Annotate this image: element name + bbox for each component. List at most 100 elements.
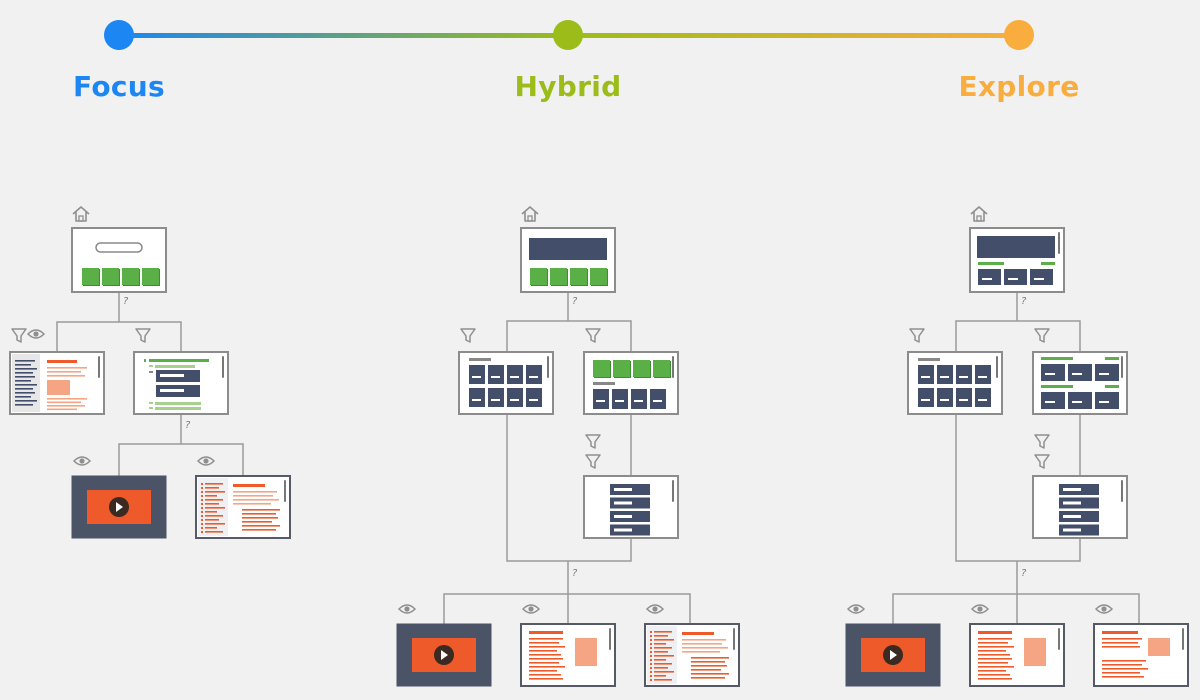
scrollbar: [672, 480, 674, 502]
filter-icon: [909, 328, 925, 343]
filter-icon: [1034, 454, 1050, 469]
numeral: [149, 371, 153, 373]
screen-frame: [1093, 623, 1189, 687]
green-bar: [1041, 262, 1055, 265]
card-text: [472, 376, 481, 378]
toc-line: [654, 655, 674, 657]
text-line: [47, 398, 87, 400]
toc-line: [205, 511, 217, 513]
image-block: [47, 380, 70, 395]
title-bar: [978, 631, 1012, 634]
eye-icon-pupil: [33, 331, 39, 337]
card: [631, 389, 647, 409]
text-line: [242, 529, 276, 531]
text-line: [233, 491, 277, 493]
home-screen: [520, 227, 616, 293]
toc-line: [654, 631, 672, 633]
text-line: [15, 388, 33, 390]
card-text: [1063, 515, 1081, 518]
eye-icon: [645, 604, 665, 614]
home-screen: [969, 227, 1065, 293]
green-bar: [1041, 357, 1073, 360]
text-line: [529, 678, 563, 680]
card-text: [1063, 528, 1081, 532]
card: [1095, 364, 1119, 381]
card-text: [491, 399, 500, 401]
article-screen: [969, 623, 1065, 687]
eye-icon-pupil: [652, 606, 658, 612]
filter-icon-shape: [1034, 454, 1050, 469]
text-line: [978, 650, 1006, 652]
card: [975, 388, 991, 407]
home-icon-shape: [970, 206, 988, 222]
card: [526, 388, 542, 407]
toc-bullet: [650, 631, 652, 633]
text-line: [682, 651, 720, 653]
toc-bullet: [650, 679, 652, 681]
toc-bullet: [201, 495, 203, 497]
toc-bullet: [201, 483, 203, 485]
card: [488, 365, 504, 384]
play-icon: [116, 502, 123, 512]
numeral: [144, 359, 146, 362]
scrollbar: [996, 356, 998, 378]
article-alt-screen: [1093, 623, 1189, 687]
card: [978, 269, 1001, 285]
toc-bullet: [650, 667, 652, 669]
text-line: [15, 400, 37, 402]
tile: [613, 360, 630, 377]
text-line: [529, 662, 559, 664]
toc-bullet: [201, 507, 203, 509]
connector-line: [506, 320, 632, 352]
card-text: [596, 400, 605, 402]
scale-dot-explore: [1004, 20, 1034, 50]
text-line: [978, 642, 1008, 644]
filter-icon-shape: [585, 454, 601, 469]
toc-bullet: [650, 635, 652, 637]
card-text: [959, 376, 968, 378]
text-line: [15, 368, 37, 370]
toc-bullet: [650, 655, 652, 657]
card-text: [1045, 401, 1055, 403]
text-line: [47, 408, 77, 411]
title-bar: [682, 632, 714, 635]
home-icon: [970, 206, 988, 222]
text-line: [1102, 668, 1148, 670]
scrollbar: [222, 356, 224, 378]
toc-bullet: [201, 515, 203, 517]
heading-bar: [918, 358, 940, 361]
title-bar: [1102, 631, 1138, 634]
green-bar: [1041, 385, 1073, 388]
sidebar: [12, 354, 40, 412]
card: [1068, 392, 1092, 409]
toc-line: [205, 491, 225, 493]
card-text: [1072, 401, 1082, 403]
eye-icon-outline: [970, 604, 990, 614]
section-bar: [149, 359, 209, 362]
filter-icon-shape: [460, 328, 476, 343]
text-line: [691, 657, 729, 659]
eye-icon-outline: [72, 456, 92, 466]
tile: [142, 268, 159, 285]
card-text: [491, 376, 500, 378]
icons: [11, 206, 1114, 614]
filter-icon-shape: [585, 328, 601, 343]
text-line: [978, 670, 1006, 672]
text-line: [529, 638, 563, 640]
card: [1041, 364, 1065, 381]
image-block: [1024, 638, 1046, 666]
toc-line: [205, 507, 225, 509]
question-mark: ?: [185, 420, 191, 431]
card: [526, 365, 542, 384]
connector-line: [892, 593, 1140, 624]
focus-explore-scale: [104, 20, 1034, 50]
card: [1041, 392, 1065, 409]
text-line: [682, 643, 722, 645]
text-line: [529, 654, 561, 656]
scrollbar: [1182, 628, 1184, 650]
filter-icon-shape: [135, 328, 151, 343]
card-text: [982, 278, 992, 280]
text-line: [529, 674, 561, 676]
connector-line: [506, 414, 632, 562]
tile: [82, 268, 99, 285]
